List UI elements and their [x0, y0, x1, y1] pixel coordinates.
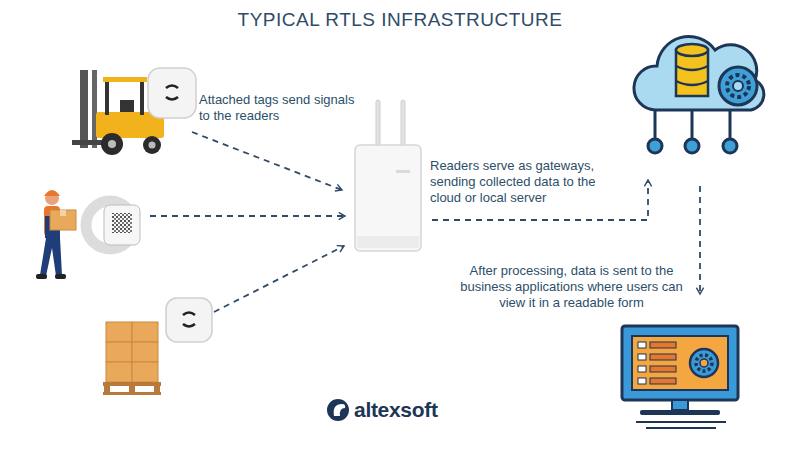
wristband-tag: [86, 201, 140, 249]
cloud-server: [634, 37, 764, 153]
flow-arrows: [150, 132, 700, 312]
brand-logo: altexsoft: [354, 398, 438, 422]
annotation: After processing, data is sent to the bu…: [455, 263, 688, 311]
signal-arrow: [214, 246, 344, 312]
signal-arrow: [150, 215, 345, 217]
annotation: Readers serve as gateways, sending colle…: [430, 158, 622, 206]
signal-arrow: [192, 132, 342, 190]
reader-gateway: [355, 100, 421, 251]
tag: [166, 298, 212, 342]
logo-mark: [327, 399, 349, 421]
business-application-monitor: [622, 326, 738, 428]
annotation: Attached tags send signals to the reader…: [199, 92, 367, 124]
worker: [36, 190, 76, 279]
diagram-title: TYPICAL RTLS INFRASTRUCTURE: [0, 9, 800, 31]
tag: [148, 68, 196, 118]
pallet-boxes: [103, 322, 161, 395]
processing-arrow: [699, 186, 701, 294]
